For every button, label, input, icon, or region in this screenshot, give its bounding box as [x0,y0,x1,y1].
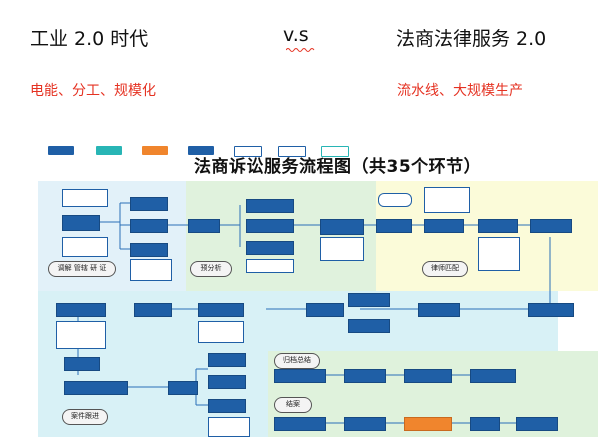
zone-match [376,181,598,291]
flowchart-title: 法商诉讼服务流程图（共35个环节） [194,157,482,177]
spellcheck-underline [286,48,315,52]
stage-note-research: 调解 管辖 研 证 [48,261,116,277]
left-subtitle: 电能、分工、规模化 [30,83,156,99]
stage-note-match: 律师匹配 [422,261,468,277]
flow-node [348,319,390,333]
flow-node [418,303,460,317]
flow-node [344,369,386,383]
legend-chip-7 [321,146,349,157]
flow-node [320,237,364,261]
flow-node [56,321,106,349]
flow-node [470,417,500,431]
flow-node [246,199,294,213]
flow-node [130,197,168,211]
stage-note-closing: 结案 [274,397,312,413]
flow-node [246,241,294,255]
legend-chip-6 [278,146,306,157]
flow-node [188,219,220,233]
flow-node [424,219,464,233]
flow-node [376,219,412,233]
litigation-flowchart: 法商诉讼服务流程图（共35个环节） [38,137,598,437]
flow-node [134,303,172,317]
vs-label: v.s [283,24,309,46]
flow-node [516,417,558,431]
flow-node [404,369,452,383]
flow-node [208,375,246,389]
flow-node [246,219,294,233]
flow-node [130,259,172,281]
flow-node [478,219,518,233]
flow-node [274,417,326,431]
zone-progress [38,291,558,351]
stage-note-progress: 案件跟进 [62,409,108,425]
flow-node [470,369,516,383]
flow-node [274,369,326,383]
stage-note-summary: 归档总结 [274,353,320,369]
legend-chip-2 [96,146,122,155]
flow-node [168,381,198,395]
flow-node [208,417,250,437]
flow-node [64,357,100,371]
flow-node [198,303,244,317]
flow-node [378,193,412,207]
flow-node [306,303,344,317]
flow-node [64,381,128,395]
flow-node [62,215,100,231]
flow-node [208,399,246,413]
flow-node [62,237,108,257]
legend-chip-4 [188,146,214,155]
flow-node [198,321,244,343]
flow-node [246,259,294,273]
flow-node [320,219,364,235]
stage-note-preanalysis: 预分析 [190,261,232,277]
flow-node [56,303,106,317]
flow-node [208,353,246,367]
flow-node [528,303,574,317]
flow-node [62,189,108,207]
flow-node [130,219,168,233]
flow-node [530,219,572,233]
right-title: 法商法律服务 2.0 [396,28,547,50]
legend-chip-3 [142,146,168,155]
flow-node [478,237,520,271]
right-subtitle: 流水线、大规模生产 [397,83,523,99]
flow-node [130,243,168,257]
legend-chip-1 [48,146,74,155]
left-title: 工业 2.0 时代 [30,28,149,50]
flow-node [348,293,390,307]
flow-node [424,187,470,213]
legend-chip-5 [234,146,262,157]
flow-node [344,417,386,431]
flow-node [404,417,452,431]
